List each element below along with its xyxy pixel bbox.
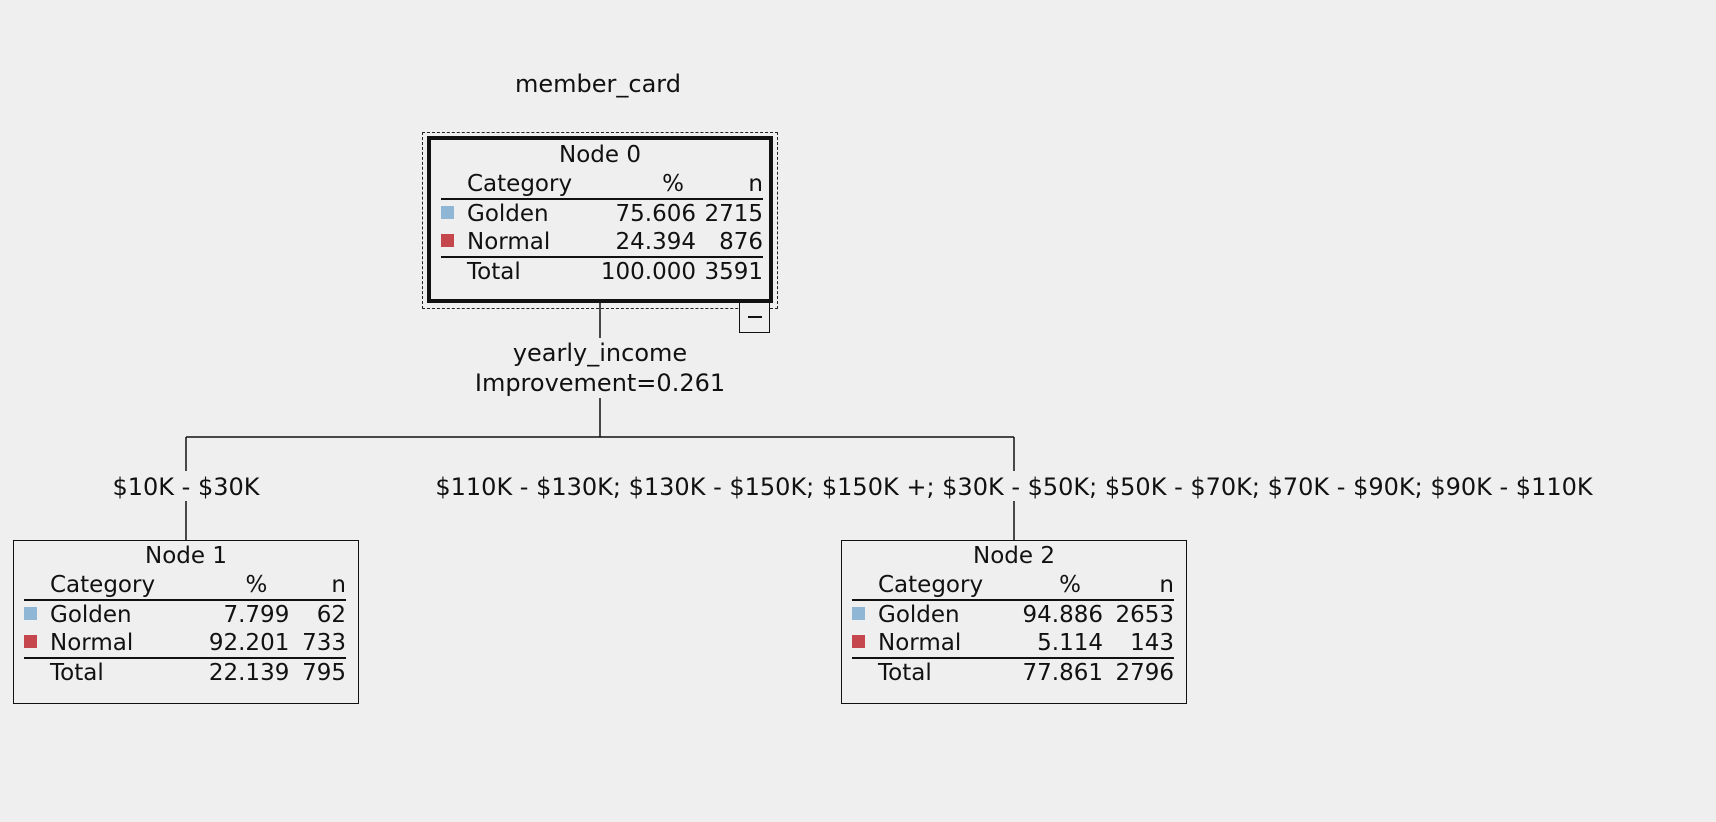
node-1[interactable]: Node 1 Category % n Golden 7.799 62 Norm…: [13, 540, 359, 704]
n-value: 2715: [704, 201, 763, 227]
node-1-table: Category % n Golden 7.799 62 Normal 92.2…: [24, 571, 346, 687]
table-row: Normal 24.394 876: [441, 228, 763, 258]
node-0-table: Category % n Golden 75.606 2715 Normal 2…: [441, 170, 763, 286]
node-0[interactable]: Node 0 Category % n Golden 75.606 2715 N…: [427, 136, 773, 303]
column-header-category: Category: [50, 571, 186, 601]
n-value: 143: [1102, 629, 1174, 659]
branch-label-left: $10K - $30K: [86, 473, 286, 501]
total-label: Total: [878, 660, 932, 686]
total-row: Total 22.139 795: [24, 658, 346, 687]
collapse-node-button[interactable]: [739, 302, 770, 333]
n-value: 62: [316, 602, 346, 628]
column-header-n: n: [1102, 571, 1174, 601]
category-label: Normal: [50, 629, 186, 659]
column-header-category: Category: [467, 170, 588, 200]
golden-swatch-icon: [24, 607, 37, 620]
column-header-category: Category: [878, 571, 1006, 601]
node-title: Node 1: [145, 543, 227, 569]
pct-value: 24.394: [587, 228, 696, 258]
column-header-n: n: [289, 571, 346, 601]
normal-swatch-icon: [441, 234, 454, 247]
column-header-pct: %: [185, 571, 290, 601]
pct-value: 77.861: [1022, 660, 1103, 686]
pct-value: 5.114: [1005, 629, 1103, 659]
category-label: Golden: [50, 602, 132, 628]
pct-value: 100.000: [600, 259, 696, 285]
pct-value: 22.139: [208, 660, 290, 686]
pct-value: 7.799: [223, 602, 290, 628]
node-title: Node 0: [559, 142, 641, 168]
total-row: Total 100.000 3591: [441, 257, 763, 286]
n-value: 2653: [1115, 602, 1174, 628]
pct-value: 92.201: [185, 629, 290, 659]
category-label: Golden: [878, 602, 960, 628]
target-variable-label: member_card: [515, 70, 681, 98]
category-label: Golden: [467, 201, 549, 227]
table-row: Golden 94.886 2653: [852, 600, 1174, 629]
node-2[interactable]: Node 2 Category % n Golden 94.886 2653 N…: [841, 540, 1187, 704]
n-value: 876: [696, 228, 763, 258]
table-row: Normal 5.114 143: [852, 629, 1174, 659]
n-value: 2796: [1115, 660, 1174, 686]
golden-swatch-icon: [852, 607, 865, 620]
normal-swatch-icon: [24, 635, 37, 648]
node-0-selection-outline: [422, 132, 778, 309]
n-value: 733: [289, 629, 346, 659]
improvement-label: Improvement=0.261: [474, 369, 726, 397]
split-variable-label: yearly_income: [512, 339, 688, 367]
column-header-pct: %: [1005, 571, 1103, 601]
table-row: Golden 7.799 62: [24, 600, 346, 629]
total-label: Total: [467, 259, 521, 285]
node-2-table: Category % n Golden 94.886 2653 Normal 5…: [852, 571, 1174, 687]
table-row: Golden 75.606 2715: [441, 199, 763, 228]
category-label: Normal: [878, 629, 1006, 659]
n-value: 795: [302, 660, 346, 686]
golden-swatch-icon: [441, 206, 454, 219]
pct-value: 75.606: [615, 201, 696, 227]
pct-value: 94.886: [1022, 602, 1103, 628]
n-value: 3591: [704, 259, 763, 285]
column-header-pct: %: [587, 170, 696, 200]
minus-icon: [748, 316, 762, 318]
node-title: Node 2: [973, 543, 1055, 569]
column-header-n: n: [696, 170, 763, 200]
category-label: Normal: [467, 228, 588, 258]
branch-label-right: $110K - $130K; $130K - $150K; $150K +; $…: [396, 473, 1632, 501]
table-row: Normal 92.201 733: [24, 629, 346, 659]
normal-swatch-icon: [852, 635, 865, 648]
total-label: Total: [50, 660, 104, 686]
total-row: Total 77.861 2796: [852, 658, 1174, 687]
